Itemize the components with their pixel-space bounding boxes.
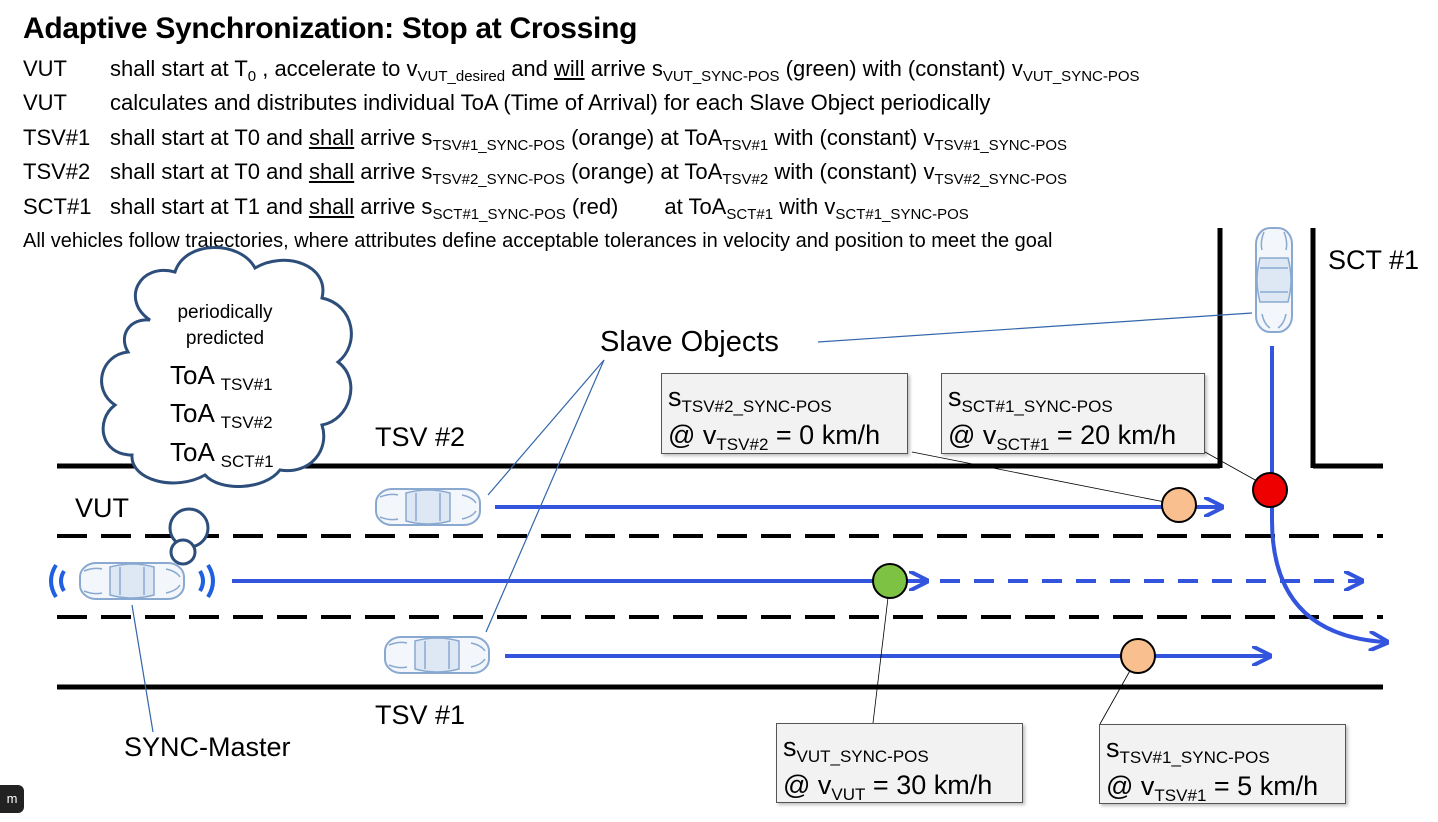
label-tsv2: TSV #2 [375,422,466,452]
pointer-box-vut [872,580,891,724]
line-subject: TSV#1 [23,125,91,150]
line-subject: TSV#2 [23,159,91,184]
label-vut: VUT [75,493,129,523]
sct1-car-icon [1255,227,1293,333]
pointer-slave-to-tsv2 [487,359,605,496]
vut-car-icon [79,562,185,600]
box-sct1-sync-pos: sSCT#1_SYNC-POS @ vSCT#1 = 20 km/h [941,373,1205,454]
label-sync-master: SYNC-Master [124,732,291,762]
vut-sync-pos-marker [872,563,908,599]
box-tsv1-sync-pos: sTSV#1_SYNC-POS @ vTSV#1 = 5 km/h [1099,724,1346,805]
box-vut-sync-pos: sVUT_SYNC-POS @ vVUT = 30 km/h [776,723,1023,804]
tolerance-note: All vehicles follow trajectories, where … [23,230,1053,252]
tsv1-car-icon [384,636,490,674]
pointer-slave-to-tsv1 [485,359,605,633]
signal-waves-icon [49,563,215,599]
label-sct1: SCT #1 [1328,245,1420,275]
sct1-sync-pos-marker [1252,472,1288,508]
pointer-box-tsv2 [911,451,1176,505]
line-subject: VUT [23,90,67,115]
cloud-toa-tsv2: ToA TSV#2 [170,398,273,432]
tsv2-car-icon [375,488,481,526]
page-title: Adaptive Synchronization: Stop at Crossi… [23,12,638,45]
tsv2-sync-pos-marker [1161,487,1197,523]
pointer-slave-to-sct1 [817,312,1253,343]
line-subject: VUT [23,56,67,81]
cloud-toa-tsv1: ToA TSV#1 [170,360,273,394]
cloud-line-predicted: predicted [185,328,265,349]
line-subject: SCT#1 [23,194,92,219]
sct1-trajectory [1270,346,1385,642]
label-tsv1: TSV #1 [375,700,466,730]
cloud-line-periodically: periodically [177,302,273,323]
cloud-toa-sct1: ToA SCT#1 [170,437,274,471]
pointer-sync-master [131,604,154,733]
label-slave-objects: Slave Objects [600,326,779,358]
thought-cloud-icon [100,246,353,566]
corner-tag[interactable]: m [0,785,24,813]
tsv1-sync-pos-marker [1120,638,1156,674]
box-tsv2-sync-pos: sTSV#2_SYNC-POS @ vTSV#2 = 0 km/h [661,373,908,454]
